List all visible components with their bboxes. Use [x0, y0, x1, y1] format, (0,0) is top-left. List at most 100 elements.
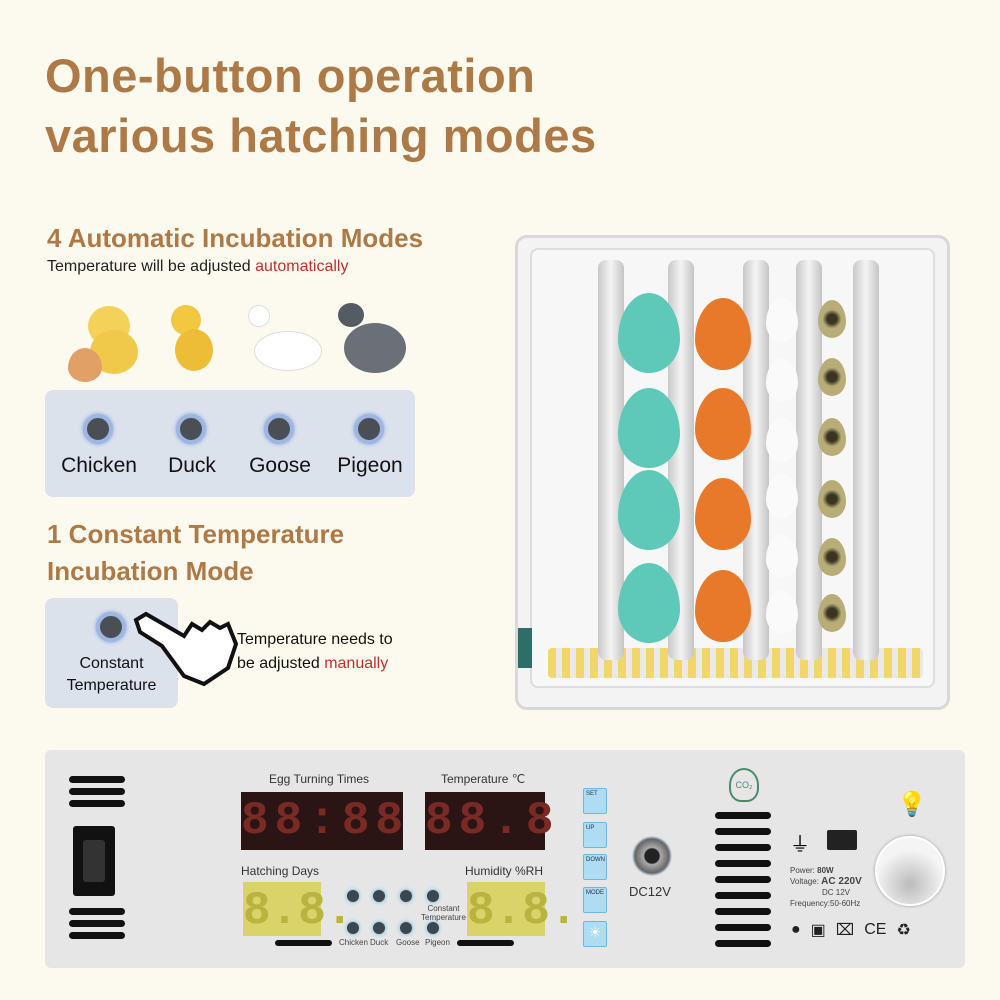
quail-egg: [818, 594, 846, 632]
vent-slot: [715, 940, 771, 947]
mode-button[interactable]: MODE: [583, 887, 607, 913]
humidity-display: 8.8.: [467, 882, 577, 937]
goose-mode-button[interactable]: [264, 414, 294, 444]
goose-label: Goose: [396, 938, 420, 947]
headline-line1: One-button operation: [45, 49, 536, 102]
indicator: [373, 922, 385, 934]
pigeon-indicator: [427, 890, 439, 902]
constant-mode-panel: Constant Temperature: [45, 598, 178, 708]
quail-egg: [818, 300, 846, 338]
chicken-image: [68, 302, 138, 386]
viewing-window: [875, 836, 945, 906]
white-egg: [766, 474, 798, 518]
subtitle-highlight: automatically: [255, 258, 349, 275]
auto-modes-title: 4 Automatic Incubation Modes: [47, 223, 424, 253]
pigeon-label: Pigeon: [425, 938, 450, 947]
pigeon-image: [334, 303, 412, 385]
duck-label: Duck: [370, 938, 389, 947]
auto-modes-subtitle: Temperature will be adjusted automatical…: [47, 258, 348, 276]
vent-slot: [69, 920, 125, 927]
constant-temp-label-2: Temperature: [421, 913, 466, 922]
temperature-label: Temperature ℃: [441, 772, 526, 786]
teal-egg: [618, 388, 680, 468]
vent-slot: [715, 892, 771, 899]
orange-egg: [695, 298, 751, 370]
hatching-days-display: 8.8.: [243, 882, 353, 937]
set-button[interactable]: SET: [583, 788, 607, 814]
weee-bin-icon: ⌧: [835, 922, 855, 939]
white-egg: [766, 534, 798, 578]
note-text: be adjusted: [237, 655, 325, 672]
dc-label: DC12V: [629, 884, 671, 899]
white-egg: [766, 590, 798, 634]
voltage-ac: AC 220V: [821, 876, 862, 887]
duck-indicator: [373, 890, 385, 902]
mode-label: Duck: [168, 454, 216, 477]
power-label: Power:: [790, 866, 815, 875]
vent-slot: [715, 812, 771, 819]
constant-title-line2: Incubation Mode: [47, 556, 254, 586]
teal-egg: [618, 470, 680, 550]
chicken-mode-button[interactable]: [83, 414, 113, 444]
voltage-label: Voltage:: [790, 877, 819, 886]
power-socket: [73, 826, 115, 896]
power-value: 80W: [817, 866, 834, 875]
plug-icon: ⏚: [790, 834, 810, 856]
constant-mode-button[interactable]: [96, 612, 126, 642]
white-egg: [766, 298, 798, 342]
down-button[interactable]: DOWN: [583, 854, 607, 880]
teal-egg: [618, 563, 680, 643]
incubator-image: [515, 235, 950, 710]
indicator: [347, 922, 359, 934]
battery-icon: [827, 830, 857, 850]
recycle-icon: ♻: [896, 922, 911, 939]
mode-label: Pigeon: [337, 454, 403, 477]
white-egg: [766, 358, 798, 402]
chicken-indicator: [347, 890, 359, 902]
light-icon: ☀: [588, 924, 602, 940]
pigeon-mode-button[interactable]: [354, 414, 384, 444]
vent-slot: [69, 800, 125, 807]
quail-egg: [818, 418, 846, 456]
frequency-label: Frequency:: [790, 899, 831, 908]
up-button[interactable]: UP: [583, 822, 607, 848]
indicator: [400, 922, 412, 934]
frequency-value: 50-60Hz: [830, 899, 861, 908]
goose-indicator: [400, 890, 412, 902]
turning-rod: [796, 260, 822, 660]
subtitle-text: Temperature will be adjusted: [47, 258, 256, 275]
goose-image: [238, 305, 324, 385]
vent-slot: [715, 860, 771, 867]
constant-temp-label: Constant: [427, 904, 460, 913]
chicken-label: Chicken: [339, 938, 368, 947]
vent-slot: [69, 788, 125, 795]
pointing-hand-icon: [133, 611, 239, 687]
turning-rod: [853, 260, 879, 660]
double-insulation-icon: ▣: [810, 922, 826, 939]
specs: Power: 80W Voltage: AC 220V DC 12V Frequ…: [790, 865, 862, 909]
auto-modes-panel: Chicken Duck Goose Pigeon: [45, 390, 415, 497]
orange-egg: [695, 478, 751, 550]
headline-line2: various hatching modes: [45, 109, 597, 162]
quail-egg: [818, 538, 846, 576]
duckling-image: [165, 305, 215, 385]
vent-slot: [715, 876, 771, 883]
hatching-days-label: Hatching Days: [241, 864, 320, 878]
vent-slot: [715, 908, 771, 915]
vent-slot: [715, 924, 771, 931]
light-button[interactable]: ☀: [583, 921, 607, 947]
energy-icon: ●: [791, 921, 801, 938]
note-line1: Temperature needs to: [237, 631, 393, 648]
mode-label: Chicken: [61, 454, 137, 477]
vent-slot: [69, 908, 125, 915]
constant-note: Temperature needs to be adjusted manuall…: [237, 628, 393, 676]
humidity-label: Humidity %RH: [465, 864, 544, 878]
ce-mark: CE: [864, 921, 887, 938]
orange-egg: [695, 388, 751, 460]
voltage-dc: DC 12V: [822, 888, 851, 897]
mode-label: Goose: [249, 454, 311, 477]
duck-mode-button[interactable]: [176, 414, 206, 444]
note-highlight: manually: [324, 655, 389, 672]
co2-tree-icon: CO₂: [729, 768, 759, 802]
light-bulb-icon: 💡: [897, 791, 927, 818]
